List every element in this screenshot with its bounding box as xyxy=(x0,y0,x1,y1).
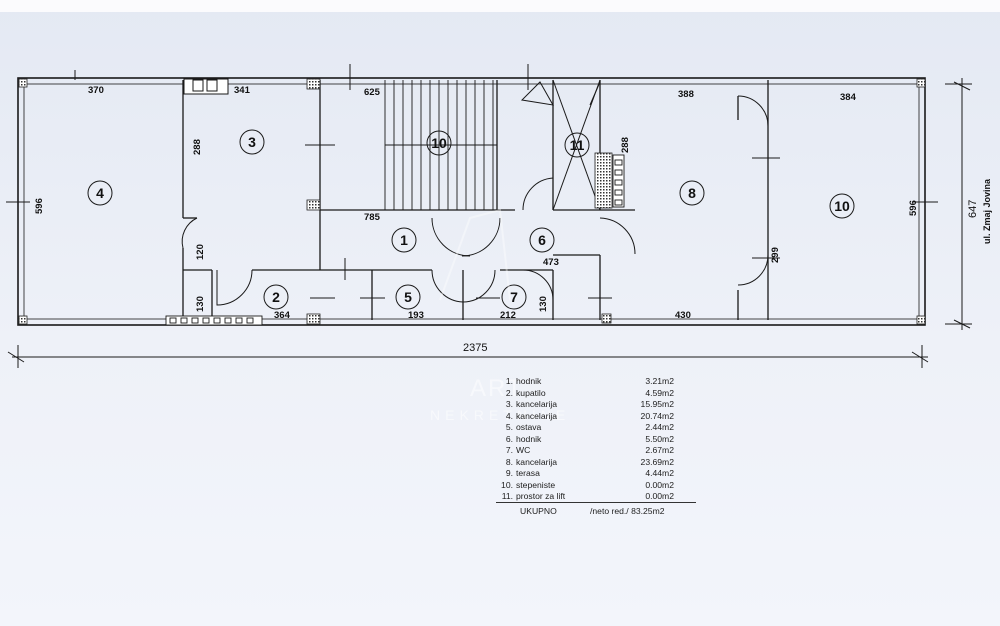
room-label-10: 10 xyxy=(834,198,850,214)
dim-212: 212 xyxy=(500,310,516,321)
dim-total-width: 2375 xyxy=(463,342,487,354)
legend-total-label: UKUPNO xyxy=(520,506,557,516)
legend-total-value: /neto red./ 83.25m2 xyxy=(590,506,665,516)
outer-walls xyxy=(17,77,926,326)
dim-596-left: 596 xyxy=(34,198,45,214)
room-label-10-stairs: 10 xyxy=(431,135,447,151)
paper-edge xyxy=(0,0,1000,12)
wall-ticks xyxy=(6,64,938,299)
dim-total-height: 647 xyxy=(967,200,979,218)
dim-473: 473 xyxy=(543,257,559,268)
room-label-3: 3 xyxy=(248,134,256,150)
dim-341: 341 xyxy=(234,85,251,96)
radiator-vertical xyxy=(612,154,625,208)
dim-130-right: 130 xyxy=(538,296,549,312)
overall-dimensions xyxy=(7,78,972,368)
dim-430: 430 xyxy=(675,310,691,321)
watermark-line2: NEKRETNINE xyxy=(430,407,570,423)
room-label-7: 7 xyxy=(510,289,518,305)
room-label-4: 4 xyxy=(96,185,104,201)
dim-193: 193 xyxy=(408,310,424,321)
dim-625: 625 xyxy=(364,87,381,98)
legend-divider xyxy=(496,502,696,503)
dim-364: 364 xyxy=(274,310,291,321)
dim-288-right: 288 xyxy=(620,137,631,153)
legend-total: UKUPNO /neto red./ 83.25m2 xyxy=(520,506,665,516)
room-label-2: 2 xyxy=(272,289,280,305)
dim-120: 120 xyxy=(195,244,206,260)
interior-walls xyxy=(182,80,769,320)
columns xyxy=(18,78,926,325)
watermark-line1: ART xyxy=(470,375,524,402)
lift-shaft xyxy=(552,79,601,211)
room-numbers: 3 4 10 11 1 6 2 5 7 8 10 xyxy=(96,134,850,305)
radiator xyxy=(165,315,263,326)
room-label-5: 5 xyxy=(404,289,412,305)
dim-288-left: 288 xyxy=(192,139,203,155)
room-circles xyxy=(87,129,855,310)
street-label: ul. Zmaj Jovina xyxy=(982,178,992,244)
dim-130-left: 130 xyxy=(195,296,206,312)
dim-388: 388 xyxy=(678,89,694,100)
room-label-6: 6 xyxy=(538,232,546,248)
room-label-11: 11 xyxy=(570,137,585,153)
dimension-labels: 370 341 625 388 384 785 473 364 193 212 … xyxy=(34,85,919,321)
dim-596-right: 596 xyxy=(908,200,919,216)
dim-384: 384 xyxy=(840,92,857,103)
dim-785: 785 xyxy=(364,212,381,223)
door-swings xyxy=(181,81,769,306)
watermark-logo: ART NEKRETNINE xyxy=(430,208,570,423)
staircase xyxy=(384,80,497,210)
kitchen-unit xyxy=(183,78,229,95)
dim-370: 370 xyxy=(88,85,104,96)
room-label-1: 1 xyxy=(400,232,408,248)
dim-299: 299 xyxy=(770,247,781,263)
room-label-8: 8 xyxy=(688,185,696,201)
